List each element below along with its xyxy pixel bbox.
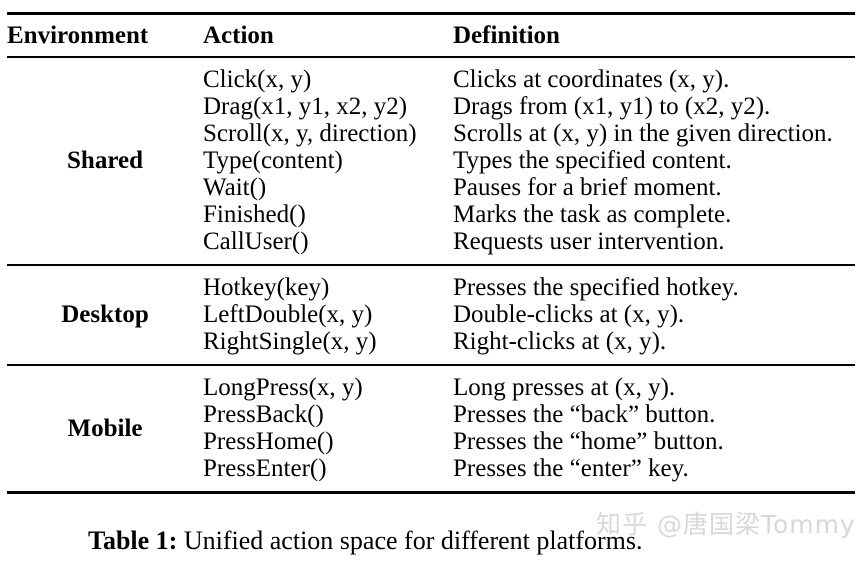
group-label-mobile: Mobile — [67, 414, 143, 442]
group-desktop-pad-top — [7, 266, 855, 274]
definition-cell: Types the specified content. — [453, 147, 732, 174]
group-label-desktop: Desktop — [61, 301, 149, 328]
column-header-action: Action — [203, 22, 274, 49]
action-cell: PressEnter() — [203, 455, 327, 482]
action-cell: Hotkey(key) — [203, 274, 330, 301]
table-row: Type(content) Types the specified conten… — [7, 147, 855, 174]
definition-cell: Presses the “enter” key. — [453, 455, 689, 482]
group-desktop-pad-bottom — [7, 355, 855, 365]
action-cell: CallUser() — [203, 228, 309, 255]
rule-bottom — [7, 491, 855, 495]
action-cell: Click(x, y) — [203, 66, 312, 93]
group-shared-pad-bottom — [7, 255, 855, 265]
definition-cell: Presses the specified hotkey. — [453, 274, 739, 301]
table-row: Finished() Marks the task as complete. — [7, 201, 855, 228]
action-cell: PressHome() — [203, 428, 334, 455]
group-shared-pad-top — [7, 58, 855, 66]
action-cell: LeftDouble(x, y) — [203, 301, 373, 328]
group-mobile-pad-bottom — [7, 482, 855, 493]
caption-text: Unified action space for different platf… — [177, 526, 643, 555]
table-row: CallUser() Requests user intervention. — [7, 228, 855, 255]
action-cell: PressBack() — [203, 401, 324, 428]
table-row: Wait() Pauses for a brief moment. — [7, 174, 855, 201]
table-row: RightSingle(x, y) Right-clicks at (x, y)… — [7, 328, 855, 355]
table-caption: Table 1: Unified action space for differ… — [88, 524, 643, 558]
table-row: Drag(x1, y1, x2, y2) Drags from (x1, y1)… — [7, 93, 855, 120]
definition-cell: Double-clicks at (x, y). — [453, 301, 685, 328]
column-header-environment: Environment — [7, 22, 149, 49]
definition-cell: Long presses at (x, y). — [453, 374, 676, 401]
table-row: LeftDouble(x, y) Double-clicks at (x, y)… — [7, 301, 855, 328]
unified-action-space-table: Environment Action Definition Shared Cli… — [7, 12, 855, 495]
table-header-row: Environment Action Definition — [7, 15, 855, 57]
table-row: PressHome() Presses the “home” button. — [7, 428, 855, 455]
action-cell: LongPress(x, y) — [203, 374, 363, 401]
group-label-shared: Shared — [67, 147, 143, 174]
definition-cell: Presses the “home” button. — [453, 428, 724, 455]
definition-cell: Requests user intervention. — [453, 228, 725, 255]
definition-cell: Clicks at coordinates (x, y). — [453, 66, 730, 93]
definition-cell: Drags from (x1, y1) to (x2, y2). — [453, 93, 771, 120]
definition-cell: Right-clicks at (x, y). — [453, 328, 667, 355]
action-cell: RightSingle(x, y) — [203, 328, 377, 355]
column-header-definition: Definition — [453, 22, 560, 49]
definition-cell: Presses the “back” button. — [453, 401, 716, 428]
table-row: PressBack() Presses the “back” button. — [7, 401, 855, 428]
action-cell: Scroll(x, y, direction) — [203, 120, 417, 147]
definition-cell: Scrolls at (x, y) in the given direction… — [453, 120, 833, 147]
group-mobile-pad-top — [7, 366, 855, 374]
caption-label: Table 1: — [88, 526, 178, 555]
action-cell: Finished() — [203, 201, 306, 228]
table-row: PressEnter() Presses the “enter” key. — [7, 455, 855, 482]
table-row: Shared Click(x, y) Clicks at coordinates… — [7, 66, 855, 174]
definition-cell: Pauses for a brief moment. — [453, 174, 722, 201]
rule-top — [7, 12, 855, 16]
table-row: Desktop Hotkey(key) Presses the specifie… — [7, 274, 855, 328]
definition-cell: Marks the task as complete. — [453, 201, 732, 228]
table-row: Scroll(x, y, direction) Scrolls at (x, y… — [7, 120, 855, 147]
action-cell: Drag(x1, y1, x2, y2) — [203, 93, 408, 120]
action-cell: Wait() — [203, 174, 267, 201]
action-cell: Type(content) — [203, 147, 343, 174]
table-row: Mobile LongPress(x, y) Long presses at (… — [7, 374, 855, 442]
